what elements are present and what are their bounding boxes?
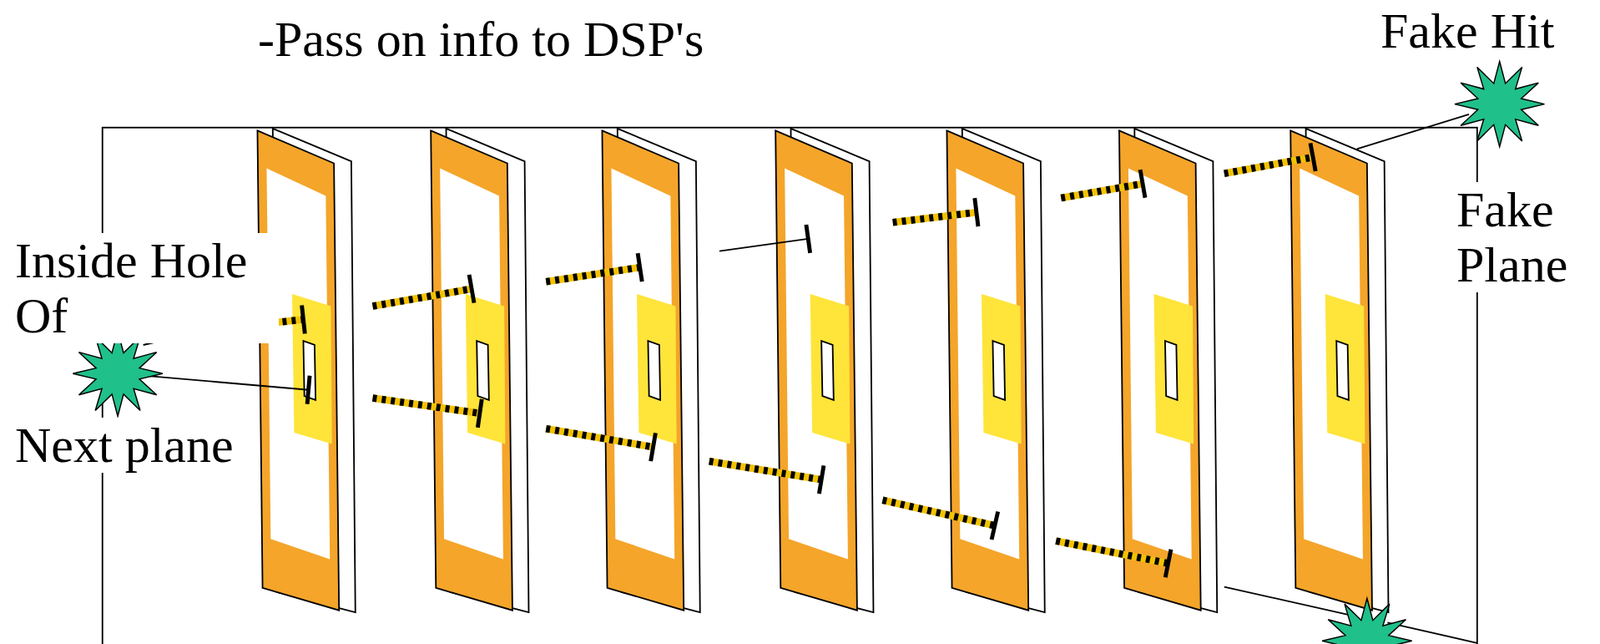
track-segment <box>373 398 483 428</box>
hit-tick <box>1165 549 1171 578</box>
text-label: Next plane <box>11 417 238 473</box>
sensor-area <box>465 293 506 445</box>
detector-plane <box>430 128 529 612</box>
track-segment <box>709 460 824 494</box>
track-stripes <box>1055 540 1168 564</box>
sensor-area <box>1153 293 1194 445</box>
track-stripes <box>373 398 480 414</box>
text-label: Fake Plane <box>1453 181 1595 293</box>
text-label: Inside Hole Of <box>11 232 279 344</box>
track-stripes <box>709 460 822 480</box>
hit-tick <box>302 304 306 334</box>
hit-tick <box>818 464 824 494</box>
hit-tick <box>1310 142 1316 172</box>
hit-tick <box>651 432 657 461</box>
track-bar <box>1224 156 1313 174</box>
hit-tick <box>307 375 310 404</box>
plane-hole <box>992 340 1005 400</box>
track-bar <box>1055 540 1168 564</box>
track-segment <box>1224 142 1316 173</box>
track-segment <box>893 197 979 227</box>
plane-hole <box>476 340 490 400</box>
hit-tick <box>806 224 811 253</box>
detector-plane <box>946 128 1045 612</box>
detector-plane <box>601 128 700 612</box>
track-stripes <box>373 288 473 307</box>
track-segment <box>719 224 811 253</box>
track-line <box>1357 114 1469 150</box>
text-label: Fake Hit <box>1377 3 1558 59</box>
track-bar <box>1060 183 1143 198</box>
track-segment <box>545 252 642 282</box>
track-segment <box>143 375 310 404</box>
track-segment <box>1357 114 1469 150</box>
track-stripes <box>893 211 977 223</box>
track-bar <box>882 499 995 526</box>
sensor-area <box>1325 293 1366 445</box>
track-stripes <box>545 267 640 282</box>
hit-tick <box>637 252 642 282</box>
track-segment <box>1055 540 1171 578</box>
detector-plane <box>257 128 355 612</box>
plane-hole <box>1165 340 1178 400</box>
detector-plane <box>1119 128 1217 612</box>
plane-frame <box>775 130 858 610</box>
track-segment <box>373 274 475 307</box>
track-stripes <box>1224 156 1313 174</box>
track-line <box>1224 586 1353 616</box>
plane-frame <box>1119 130 1202 610</box>
track-stripes <box>545 428 653 447</box>
track-bar <box>373 288 473 307</box>
plane-frame <box>1290 130 1373 610</box>
sensor-area <box>636 293 677 445</box>
track-segment <box>1224 586 1353 616</box>
hit-starburst <box>1322 597 1413 644</box>
plane-hole <box>1336 340 1349 400</box>
track-segment <box>1060 169 1146 198</box>
hit-tick <box>991 511 999 540</box>
track-segments <box>143 114 1478 643</box>
plane-hole <box>647 340 661 400</box>
hit-starburst <box>1454 61 1545 147</box>
track-line <box>143 375 309 390</box>
hit-tick <box>1140 169 1146 198</box>
plane-frame <box>946 130 1029 610</box>
track-bar <box>709 460 822 480</box>
hit-tick <box>477 398 482 428</box>
text-label: -Pass on info to DSP's <box>254 11 707 67</box>
track-bar <box>373 398 480 414</box>
hit-tick <box>469 274 475 303</box>
sensor-area <box>981 293 1022 445</box>
track-line <box>719 238 808 252</box>
hit-starburst <box>72 330 163 416</box>
track-segment <box>882 499 998 540</box>
track-bar <box>545 428 653 447</box>
track-stripes <box>1060 183 1143 198</box>
detector-plane <box>1290 128 1389 612</box>
track-segment <box>545 428 656 461</box>
detector-planes <box>257 128 1389 612</box>
plane-frame <box>601 130 684 610</box>
plane-frame <box>430 130 513 610</box>
detector-plane <box>775 128 874 612</box>
sensor-area <box>810 293 851 445</box>
frame <box>102 127 1478 644</box>
track-bar <box>545 267 640 282</box>
hit-markers <box>72 61 1545 644</box>
hit-tick <box>974 197 979 227</box>
track-bar <box>893 211 977 223</box>
plane-frame <box>257 130 339 610</box>
plane-hole <box>821 340 834 400</box>
track-stripes <box>882 499 995 526</box>
